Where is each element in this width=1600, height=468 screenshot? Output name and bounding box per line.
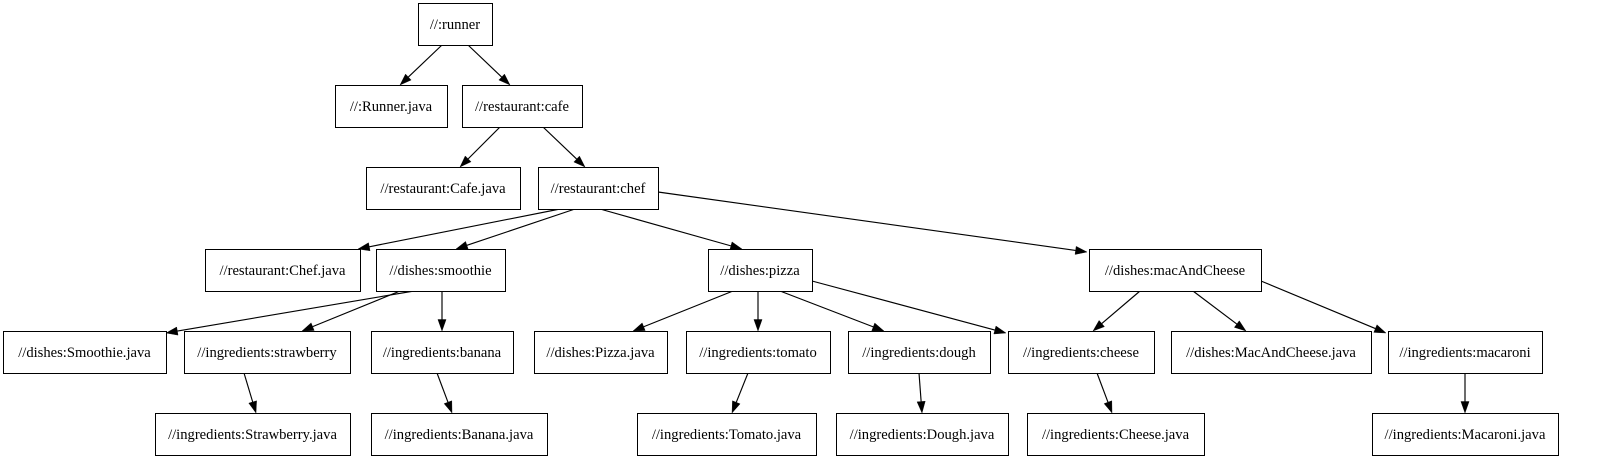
graph-node-label: //restaurant:cafe (475, 99, 569, 115)
graph-edge (455, 208, 576, 250)
graph-node-ing_banana[interactable]: //ingredients:banana (371, 331, 514, 374)
graph-edge (357, 208, 561, 252)
graph-node-label: //:Runner.java (350, 99, 433, 115)
graph-node-label: //dishes:macAndCheese (1105, 263, 1245, 279)
graph-node-label: //:runner (430, 17, 480, 33)
graph-edge (1192, 290, 1247, 332)
graph-edge (916, 372, 926, 414)
graph-node-label: //ingredients:Strawberry.java (168, 427, 337, 443)
graph-edge (436, 372, 453, 414)
graph-node-ing_dough[interactable]: //ingredients:dough (848, 331, 991, 374)
graph-edge (467, 44, 511, 86)
graph-edge (459, 126, 501, 168)
graph-edge (599, 208, 743, 251)
graph-node-label: //dishes:smoothie (389, 263, 491, 279)
graph-node-label: //ingredients:banana (383, 345, 502, 361)
graph-edge (301, 290, 401, 332)
graph-edge (1096, 372, 1113, 414)
graph-node-ing_macaroni[interactable]: //ingredients:macaroni (1388, 331, 1543, 374)
graph-edge (1460, 373, 1470, 414)
graph-node-macandcheese_java[interactable]: //dishes:MacAndCheese.java (1171, 331, 1372, 374)
graph-edge (399, 44, 443, 86)
graph-edge (731, 372, 749, 414)
graph-edge (165, 290, 415, 336)
graph-node-chef_java[interactable]: //restaurant:Chef.java (205, 249, 361, 292)
graph-edge (243, 372, 257, 414)
graph-node-label: //dishes:Smoothie.java (18, 345, 151, 361)
graph-node-ing_cheese[interactable]: //ingredients:cheese (1008, 331, 1155, 374)
graph-edge (1092, 290, 1141, 332)
graph-node-tomato_java[interactable]: //ingredients:Tomato.java (637, 413, 817, 456)
graph-edge (657, 191, 1088, 255)
graph-edge (779, 290, 885, 332)
graph-node-dishes_macandchee[interactable]: //dishes:macAndCheese (1089, 249, 1262, 292)
graph-node-label: //ingredients:Banana.java (385, 427, 534, 443)
nodes-layer: //:runner //:Runner.java //restaurant:cafe… (3, 3, 1559, 456)
graph-node-label: //restaurant:Cafe.java (380, 181, 506, 197)
graph-node-dishes_smoothie[interactable]: //dishes:smoothie (376, 249, 506, 292)
graph-edge (437, 291, 447, 332)
graph-node-cafe_java[interactable]: //restaurant:Cafe.java (366, 167, 521, 210)
graph-node-ing_strawberry[interactable]: //ingredients:strawberry (184, 331, 351, 374)
graph-node-label: //restaurant:Chef.java (219, 263, 346, 279)
graph-node-label: //dishes:Pizza.java (546, 345, 655, 361)
edges-layer (165, 44, 1470, 414)
graph-node-label: //ingredients:dough (862, 345, 976, 361)
graph-node-pizza_java[interactable]: //dishes:Pizza.java (534, 331, 668, 374)
graph-node-cheese_java[interactable]: //ingredients:Cheese.java (1027, 413, 1205, 456)
graph-node-label: //ingredients:Macaroni.java (1385, 427, 1546, 443)
graph-node-dishes_pizza[interactable]: //dishes:pizza (708, 249, 813, 292)
graph-node-label: //restaurant:chef (551, 181, 646, 197)
graph-node-macaroni_java[interactable]: //ingredients:Macaroni.java (1372, 413, 1559, 456)
graph-node-label: //ingredients:strawberry (197, 345, 337, 361)
graph-node-label: //ingredients:Dough.java (850, 427, 995, 443)
graph-node-label: //dishes:pizza (720, 263, 800, 279)
graph-node-restaurant_cafe[interactable]: //restaurant:cafe (462, 85, 583, 128)
graph-node-smoothie_java[interactable]: //dishes:Smoothie.java (3, 331, 167, 374)
graph-edge (542, 126, 586, 168)
graph-node-strawberry_java[interactable]: //ingredients:Strawberry.java (155, 413, 351, 456)
graph-node-label: //ingredients:tomato (699, 345, 817, 361)
graph-node-label: //ingredients:macaroni (1399, 345, 1530, 361)
graph-node-label: //ingredients:Tomato.java (652, 427, 802, 443)
graph-node-runner[interactable]: //:runner (418, 3, 493, 46)
graph-node-restaurant_chef[interactable]: //restaurant:chef (538, 167, 659, 210)
graph-edge (632, 290, 734, 332)
graph-node-label: //dishes:MacAndCheese.java (1186, 345, 1356, 361)
graph-node-banana_java[interactable]: //ingredients:Banana.java (371, 413, 548, 456)
graph-edge (753, 291, 763, 332)
graph-node-ing_tomato[interactable]: //ingredients:tomato (686, 331, 831, 374)
graph-node-dough_java[interactable]: //ingredients:Dough.java (836, 413, 1009, 456)
graph-node-label: //ingredients:Cheese.java (1042, 427, 1190, 443)
graph-node-runner_java[interactable]: //:Runner.java (335, 85, 448, 128)
graph-edge (1260, 280, 1387, 334)
graph-edge (811, 280, 1007, 335)
graph-node-label: //ingredients:cheese (1023, 345, 1139, 361)
